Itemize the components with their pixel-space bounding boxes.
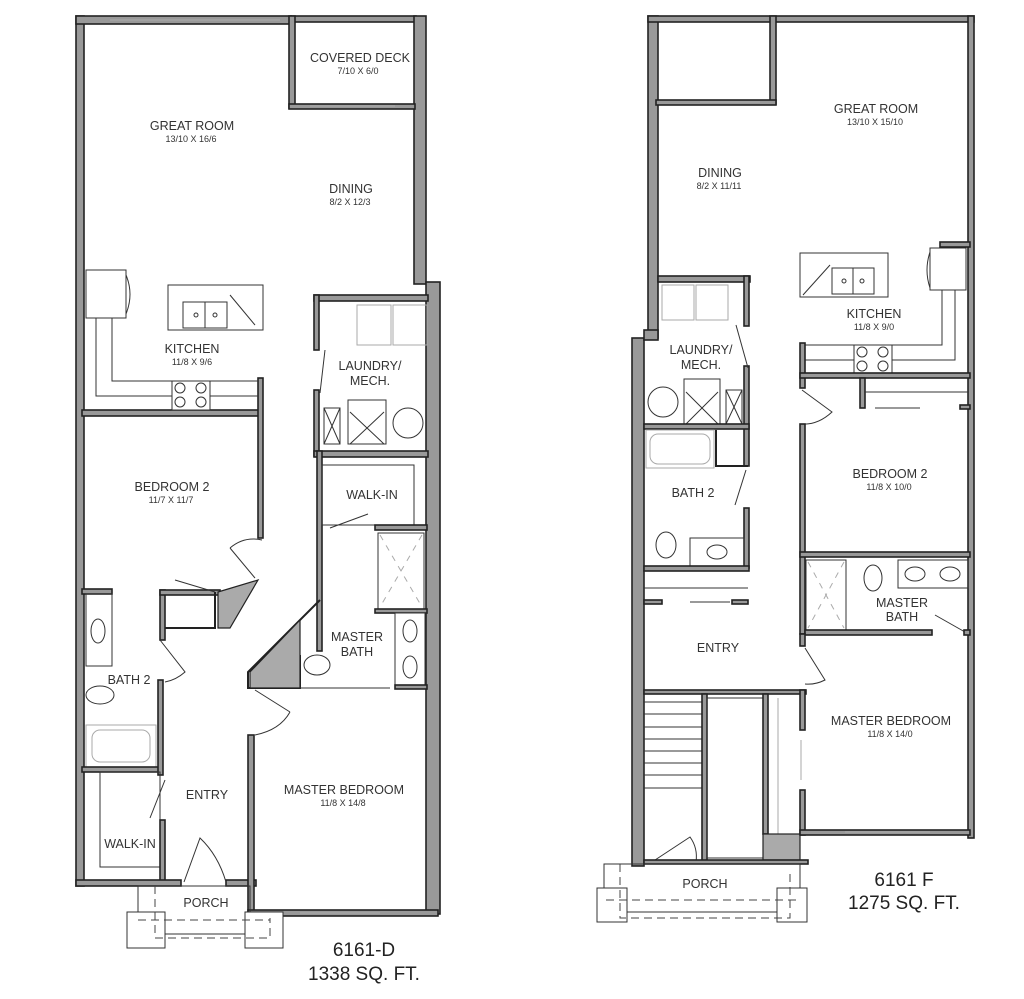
great-room-label: GREAT ROOM (150, 119, 234, 133)
porch-column-right (244, 911, 284, 949)
master-bath-label-2: BATH (886, 610, 918, 624)
left-exterior-wall (75, 15, 85, 887)
bedroom2-dims: 11/8 X 10/0 (866, 482, 911, 492)
right-exterior-wall (967, 15, 975, 839)
master-bedroom-dims: 11/8 X 14/0 (867, 729, 912, 739)
toilet-icon (655, 531, 677, 559)
dining-dims: 8/2 X 12/3 (329, 197, 370, 207)
cooktop-icon (171, 380, 211, 411)
kitchen-island (167, 284, 264, 331)
plan-model-label: 6161 F (874, 870, 933, 891)
laundry-top-wall (313, 294, 429, 302)
porch-label: PORCH (682, 877, 727, 891)
kitchen-dims: 11/8 X 9/0 (854, 322, 894, 332)
plan-6161-d: COVERED DECK 7/10 X 6/0 GREAT ROOM 13/10… (75, 15, 441, 985)
kitchen-island (799, 252, 889, 298)
laundry-label: LAUNDRY/ (339, 359, 403, 373)
kitchen-label: KITCHEN (165, 342, 220, 356)
great-room-dims: 13/10 X 15/10 (847, 117, 903, 127)
deck-top-wall (290, 15, 417, 23)
porch-column-left (596, 887, 628, 923)
plan-model-label: 6161-D (333, 940, 395, 961)
tub-icon (645, 429, 715, 469)
walkin-left-wall (316, 450, 323, 652)
dryer-icon (695, 284, 729, 321)
grey-column (762, 833, 801, 863)
master-bedroom-left-wall (247, 734, 255, 916)
kitchen-bedroom-wall (799, 372, 971, 379)
kitchen-label: KITCHEN (847, 307, 902, 321)
plan-area-label: 1275 SQ. FT. (848, 893, 960, 914)
refrigerator-icon (85, 269, 127, 319)
porch-column-right (776, 887, 808, 923)
porch-column-left (126, 911, 166, 949)
great-room-label: GREAT ROOM (834, 102, 918, 116)
dryer-icon (392, 304, 428, 346)
top-exterior-wall (647, 15, 975, 23)
master-bedroom-label: MASTER BEDROOM (284, 783, 404, 797)
left-exterior-wall-lower (631, 337, 645, 867)
entry-label: ENTRY (186, 788, 229, 802)
laundry-bottom-wall (643, 423, 750, 430)
bath2-label: BATH 2 (108, 673, 151, 687)
master-bath-label: MASTER (331, 630, 383, 644)
plan-area-label: 1338 SQ. FT. (308, 964, 420, 985)
stairs-top-wall (643, 689, 807, 695)
master-bath-label-2: BATH (341, 645, 373, 659)
laundry-label-2: MECH. (681, 358, 721, 372)
laundry-bottom-wall (313, 450, 429, 458)
kitchen-dims: 11/8 X 9/6 (172, 357, 212, 367)
water-heater-icon (347, 399, 387, 445)
right-exterior-wall-lower (425, 281, 441, 915)
laundry-left-wall-lower (313, 389, 320, 457)
left-exterior-wall-upper (647, 15, 659, 339)
laundry-left-wall (313, 294, 320, 351)
right-exterior-wall-upper (413, 15, 427, 285)
water-heater-icon (683, 378, 721, 426)
cooktop-icon (853, 344, 893, 374)
covered-deck-dims: 7/10 X 6/0 (337, 66, 378, 76)
entry-label: ENTRY (697, 641, 740, 655)
door-swing-icon (319, 349, 326, 394)
laundry-label: LAUNDRY/ (670, 343, 734, 357)
bedroom2-label: BEDROOM 2 (852, 467, 927, 481)
laundry-top-wall (657, 275, 751, 283)
bedroom2-right-wall (257, 377, 264, 539)
bedroom2-dims: 11/7 X 11/7 (149, 495, 194, 505)
master-bath-label: MASTER (876, 596, 928, 610)
bath2-label: BATH 2 (672, 486, 715, 500)
stairs-icon (644, 701, 702, 789)
bedroom2-bottom-wall (799, 551, 971, 558)
dining-label: DINING (698, 166, 742, 180)
washer-icon (356, 304, 392, 346)
covered-deck-label: COVERED DECK (310, 51, 411, 65)
laundry-label-2: MECH. (350, 374, 390, 388)
refrigerator-icon (929, 247, 967, 291)
kitchen-bedroom-wall (81, 409, 263, 417)
washer-icon (661, 284, 695, 321)
toilet-icon (303, 654, 331, 676)
plan-6161-f: GREAT ROOM 13/10 X 15/10 DINING 8/2 X 11… (596, 15, 975, 923)
master-bedroom-dims: 11/8 X 14/8 (320, 798, 365, 808)
walkin-master-label: WALK-IN (346, 488, 398, 502)
deck-wall (288, 15, 296, 109)
bedroom2-label: BEDROOM 2 (134, 480, 209, 494)
dining-label: DINING (329, 182, 373, 196)
master-bedroom-label: MASTER BEDROOM (831, 714, 951, 728)
bottom-exterior-wall-left (75, 879, 182, 887)
great-room-dims: 13/10 X 16/6 (165, 134, 216, 144)
dining-dims: 8/2 X 11/11 (697, 181, 742, 191)
walkin-entry-label: WALK-IN (104, 837, 156, 851)
closet-wall (159, 589, 166, 641)
porch (137, 885, 251, 935)
walkin-bottom-wall (374, 524, 428, 531)
porch-label: PORCH (183, 896, 228, 910)
